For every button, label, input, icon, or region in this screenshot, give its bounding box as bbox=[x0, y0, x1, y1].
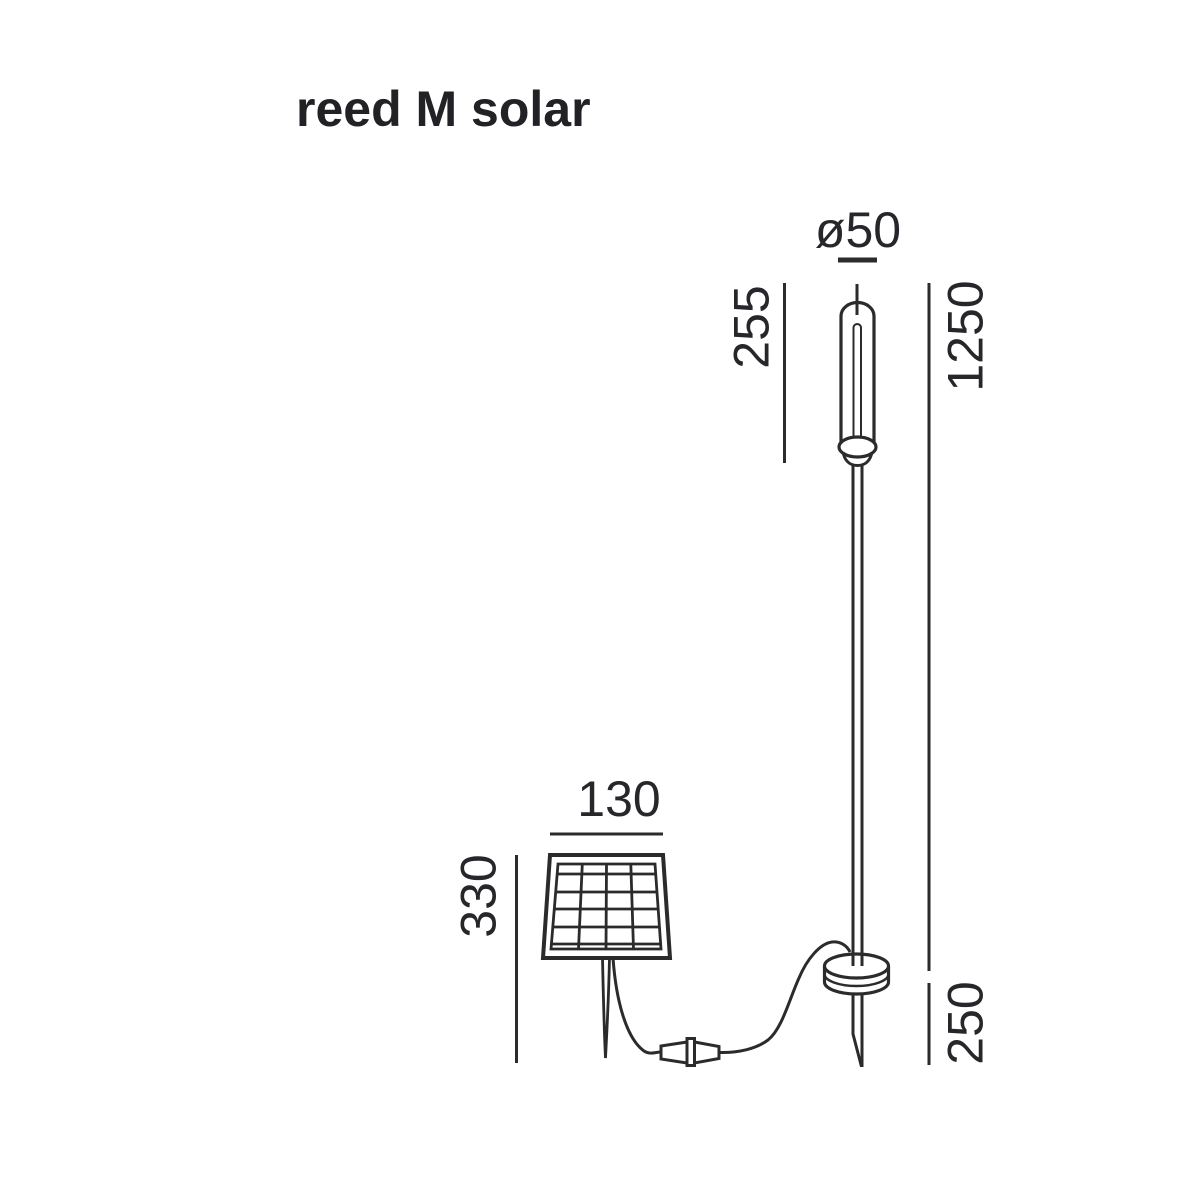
dim-label-panel-width: 130 bbox=[577, 771, 660, 827]
reed-head-cup bbox=[841, 451, 874, 468]
cable-assembly bbox=[611, 940, 852, 1067]
dim-label-head-length: 255 bbox=[724, 285, 780, 368]
reed-head-collar bbox=[837, 435, 878, 459]
panel-ground-spike bbox=[601, 957, 611, 1059]
cable-panel-to-connector bbox=[611, 957, 662, 1055]
ground-disc-rim-groove bbox=[823, 973, 890, 988]
panel-grid-vline bbox=[629, 863, 635, 950]
reed-led-tube bbox=[852, 323, 862, 440]
dimension-labels: ø50 255 1250 250 130 330 bbox=[451, 202, 994, 1065]
page-title: reed M solar bbox=[296, 81, 591, 137]
ground-disc-top bbox=[822, 952, 891, 980]
cable-connector-right bbox=[693, 1040, 721, 1065]
panel-cell-grid bbox=[551, 863, 661, 950]
reed-head-outline bbox=[839, 300, 876, 446]
reed-lamp bbox=[822, 284, 891, 1067]
solar-panel bbox=[540, 853, 673, 1059]
dim-label-panel-height: 330 bbox=[451, 854, 507, 937]
panel-grid-vline bbox=[577, 863, 584, 950]
ground-disc bbox=[822, 952, 891, 996]
cable-connector-left bbox=[659, 1040, 689, 1065]
dimension-lines bbox=[515, 257, 931, 1065]
panel-inner-frame bbox=[549, 862, 663, 951]
panel-grid-vline bbox=[604, 863, 608, 950]
dim-label-head-diameter: ø50 bbox=[815, 202, 901, 258]
cable-connector-to-lamp bbox=[718, 940, 852, 1055]
reed-ground-spike bbox=[851, 995, 864, 1067]
dim-label-spike-depth: 250 bbox=[938, 981, 994, 1064]
dim-label-height-above-ground: 1250 bbox=[938, 280, 994, 391]
